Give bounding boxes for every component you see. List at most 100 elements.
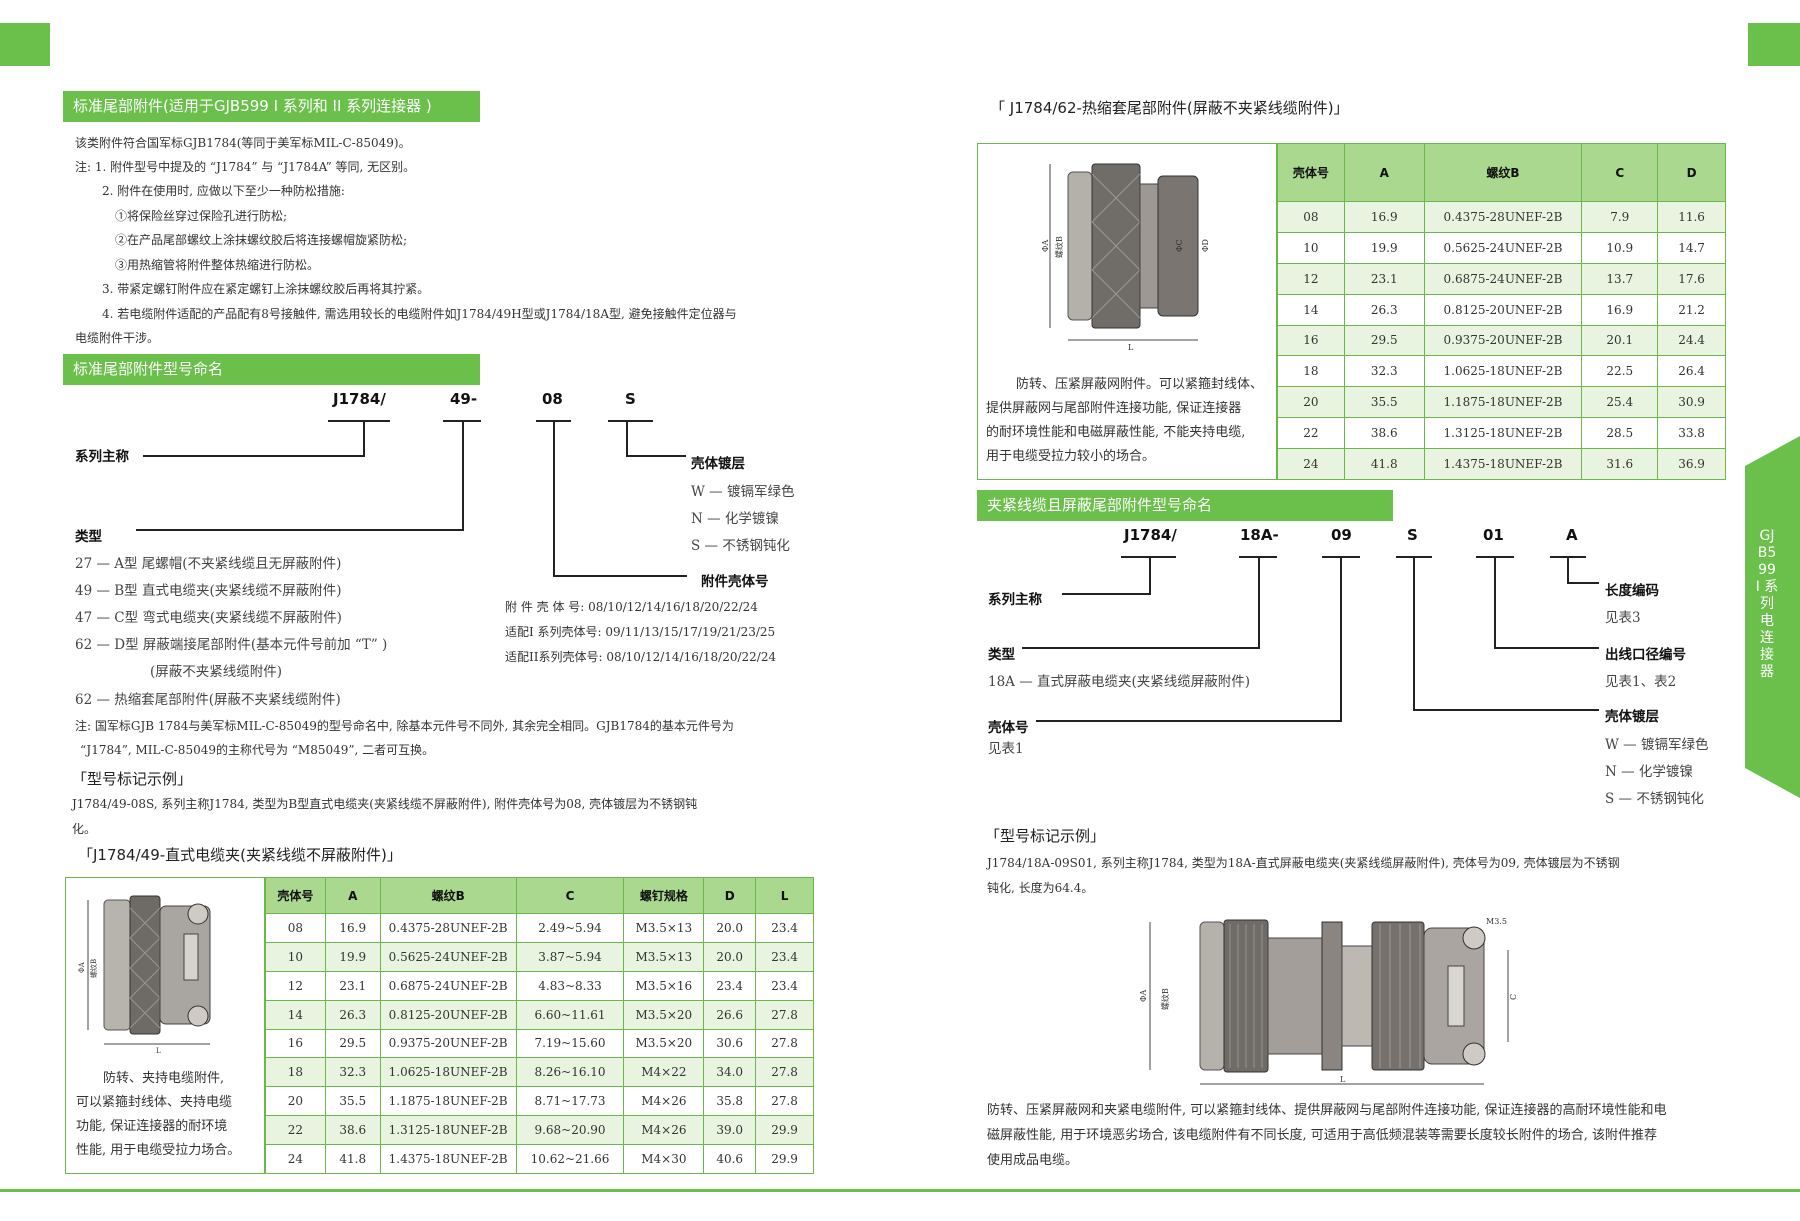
cell: 08 (1277, 201, 1345, 233)
type-item: 47 — C型 弯式电缆夹(夹紧线缆不屏蔽附件) (75, 610, 342, 626)
connector (1149, 556, 1151, 594)
cell: 16 (1277, 324, 1345, 357)
cell: 10.9 (1581, 231, 1659, 264)
cell: M4×26 (623, 1086, 705, 1117)
desc-line: 防转、压紧屏蔽网和夹紧电缆附件, 可以紧箍封线体、提供屏蔽网与尾部附件连接功能,… (987, 1103, 1667, 1118)
cell: 24 (265, 1144, 326, 1174)
cell: 31.6 (1581, 448, 1659, 480)
cell: 10 (1277, 231, 1345, 264)
cell: 11.6 (1657, 201, 1726, 233)
connector (1494, 556, 1496, 648)
svg-text:C: C (1509, 994, 1518, 1000)
col-header: 螺钉规格 (623, 877, 705, 914)
example-line: 化。 (72, 822, 97, 836)
cell: 20.0 (703, 941, 757, 972)
plating-item: S — 不锈钢钝化 (1605, 791, 1704, 807)
svg-text:L: L (1128, 343, 1134, 352)
col-header: L (755, 877, 814, 914)
cell: 23.4 (703, 970, 757, 1001)
shell-note: 适配I 系列壳体号: 09/11/13/15/17/19/21/23/25 (505, 625, 776, 639)
cell: 0.5625-24UNEF-2B (379, 941, 517, 972)
cell: 29.5 (1343, 324, 1425, 357)
svg-text:ΦA: ΦA (1041, 239, 1050, 252)
example-title-left: 「型号标记示例」 (72, 770, 193, 788)
code-type: 18A- (1240, 526, 1279, 544)
cell: 27.8 (755, 1086, 814, 1117)
intro-line: 电缆附件干涉。 (75, 331, 160, 345)
cell: 0.4375-28UNEF-2B (379, 913, 517, 943)
cell: 1.0625-18UNEF-2B (379, 1057, 517, 1088)
corner-mark-right (1748, 23, 1800, 66)
type-item: 49 — B型 直式电缆夹(夹紧线缆不屏蔽附件) (75, 583, 342, 599)
cell: 1.3125-18UNEF-2B (1423, 417, 1583, 449)
cell: 0.4375-28UNEF-2B (1423, 201, 1583, 233)
plating-item: N — 化学镀镍 (1605, 764, 1693, 780)
connector (1036, 720, 1342, 722)
table-desc-line: 可以紧箍封线体、夹持电缆 (76, 1095, 233, 1110)
heat-shrink-drawing: ΦA 螺纹B ΦC ΦD L (1041, 163, 1210, 352)
intro-line: ②在产品尾部螺纹上涂抹螺纹胶后将连接螺帽旋紧防松; (115, 233, 408, 247)
connector (462, 420, 464, 530)
cell: 24 (1277, 448, 1345, 480)
example-line: J1784/18A-09S01, 系列主称J1784, 类型为18A-直式屏蔽电… (987, 856, 1620, 870)
cell: 18 (1277, 355, 1345, 388)
col-header: 壳体号 (1277, 143, 1345, 202)
table-desc-line: 防转、压紧屏蔽网附件。可以紧箍封线体、 (1016, 377, 1264, 392)
cell: 24.4 (1657, 324, 1726, 357)
col-header: C (1581, 143, 1659, 202)
cell: 33.8 (1657, 417, 1726, 449)
cell: 25.4 (1581, 386, 1659, 419)
cell: 22 (1277, 417, 1345, 449)
code-shell: 09 (1331, 526, 1352, 544)
connector (1258, 556, 1260, 648)
cell: M4×30 (623, 1144, 705, 1174)
connector (553, 420, 555, 576)
svg-text:ΦD: ΦD (1201, 239, 1210, 252)
intro-line: 2. 附件在使用时, 应做以下至少一种防松措施: (102, 184, 345, 198)
svg-text:螺纹B: 螺纹B (1160, 988, 1170, 1010)
shell-note: 适配II系列壳体号: 08/10/12/14/16/18/20/22/24 (505, 650, 777, 664)
table-desc-line: 功能, 保证连接器的耐环境 (76, 1119, 228, 1134)
code-outlet: 01 (1483, 526, 1504, 544)
cell: 28.5 (1581, 417, 1659, 449)
cell: 1.1875-18UNEF-2B (1423, 386, 1583, 419)
shell-label: 附件壳体号 (701, 574, 769, 590)
cell: M3.5×13 (623, 913, 705, 943)
drawing-box-left: ΦA 螺纹B L 防转、夹持电缆附件, 可以紧箍封线体、夹持电缆 功能, 保证连… (65, 877, 265, 1174)
cell: 23.4 (755, 913, 814, 943)
drawing-box-right: ΦA 螺纹B ΦC ΦD L 防转、压紧屏蔽网附件。可以紧箍封线体、 提供屏蔽网… (977, 143, 1277, 480)
desc-line: 使用成品电缆。 (987, 1153, 1079, 1168)
compat-note: “J1784”, MIL-C-85049的主称代号为 “M85049”, 二者可… (80, 743, 435, 757)
col-header: C (515, 877, 625, 914)
cell: 10.62~21.66 (515, 1144, 625, 1174)
cell: 16.9 (1343, 201, 1425, 233)
col-header: A (1343, 143, 1425, 202)
cell: 8.71~17.73 (515, 1086, 625, 1117)
plating-label: 壳体镀层 (1605, 709, 1659, 725)
cell: 23.1 (324, 970, 381, 1001)
screw-dim-label: M3.5 (1486, 917, 1507, 926)
cell: 29.9 (755, 1144, 814, 1174)
cell: 12 (265, 970, 326, 1001)
code-plating: S (1407, 526, 1418, 544)
underline (328, 420, 390, 422)
side-tab-label: GJB599 I 系列电连接器 (1755, 528, 1779, 680)
code-plating: S (625, 390, 636, 408)
cell: 16 (265, 1028, 326, 1059)
type-item: 27 — A型 尾螺帽(不夹紧线缆且无屏蔽附件) (75, 556, 342, 572)
series-label: 系列主称 (75, 449, 129, 465)
plating-item: S — 不锈钢钝化 (691, 538, 790, 554)
cell: 30.9 (1657, 386, 1726, 419)
cell: 26.6 (703, 999, 757, 1030)
cell: M4×26 (623, 1115, 705, 1145)
col-header: 螺纹B (379, 877, 517, 914)
connector (1567, 556, 1569, 583)
cell: 27.8 (755, 1028, 814, 1059)
connector (553, 575, 687, 577)
